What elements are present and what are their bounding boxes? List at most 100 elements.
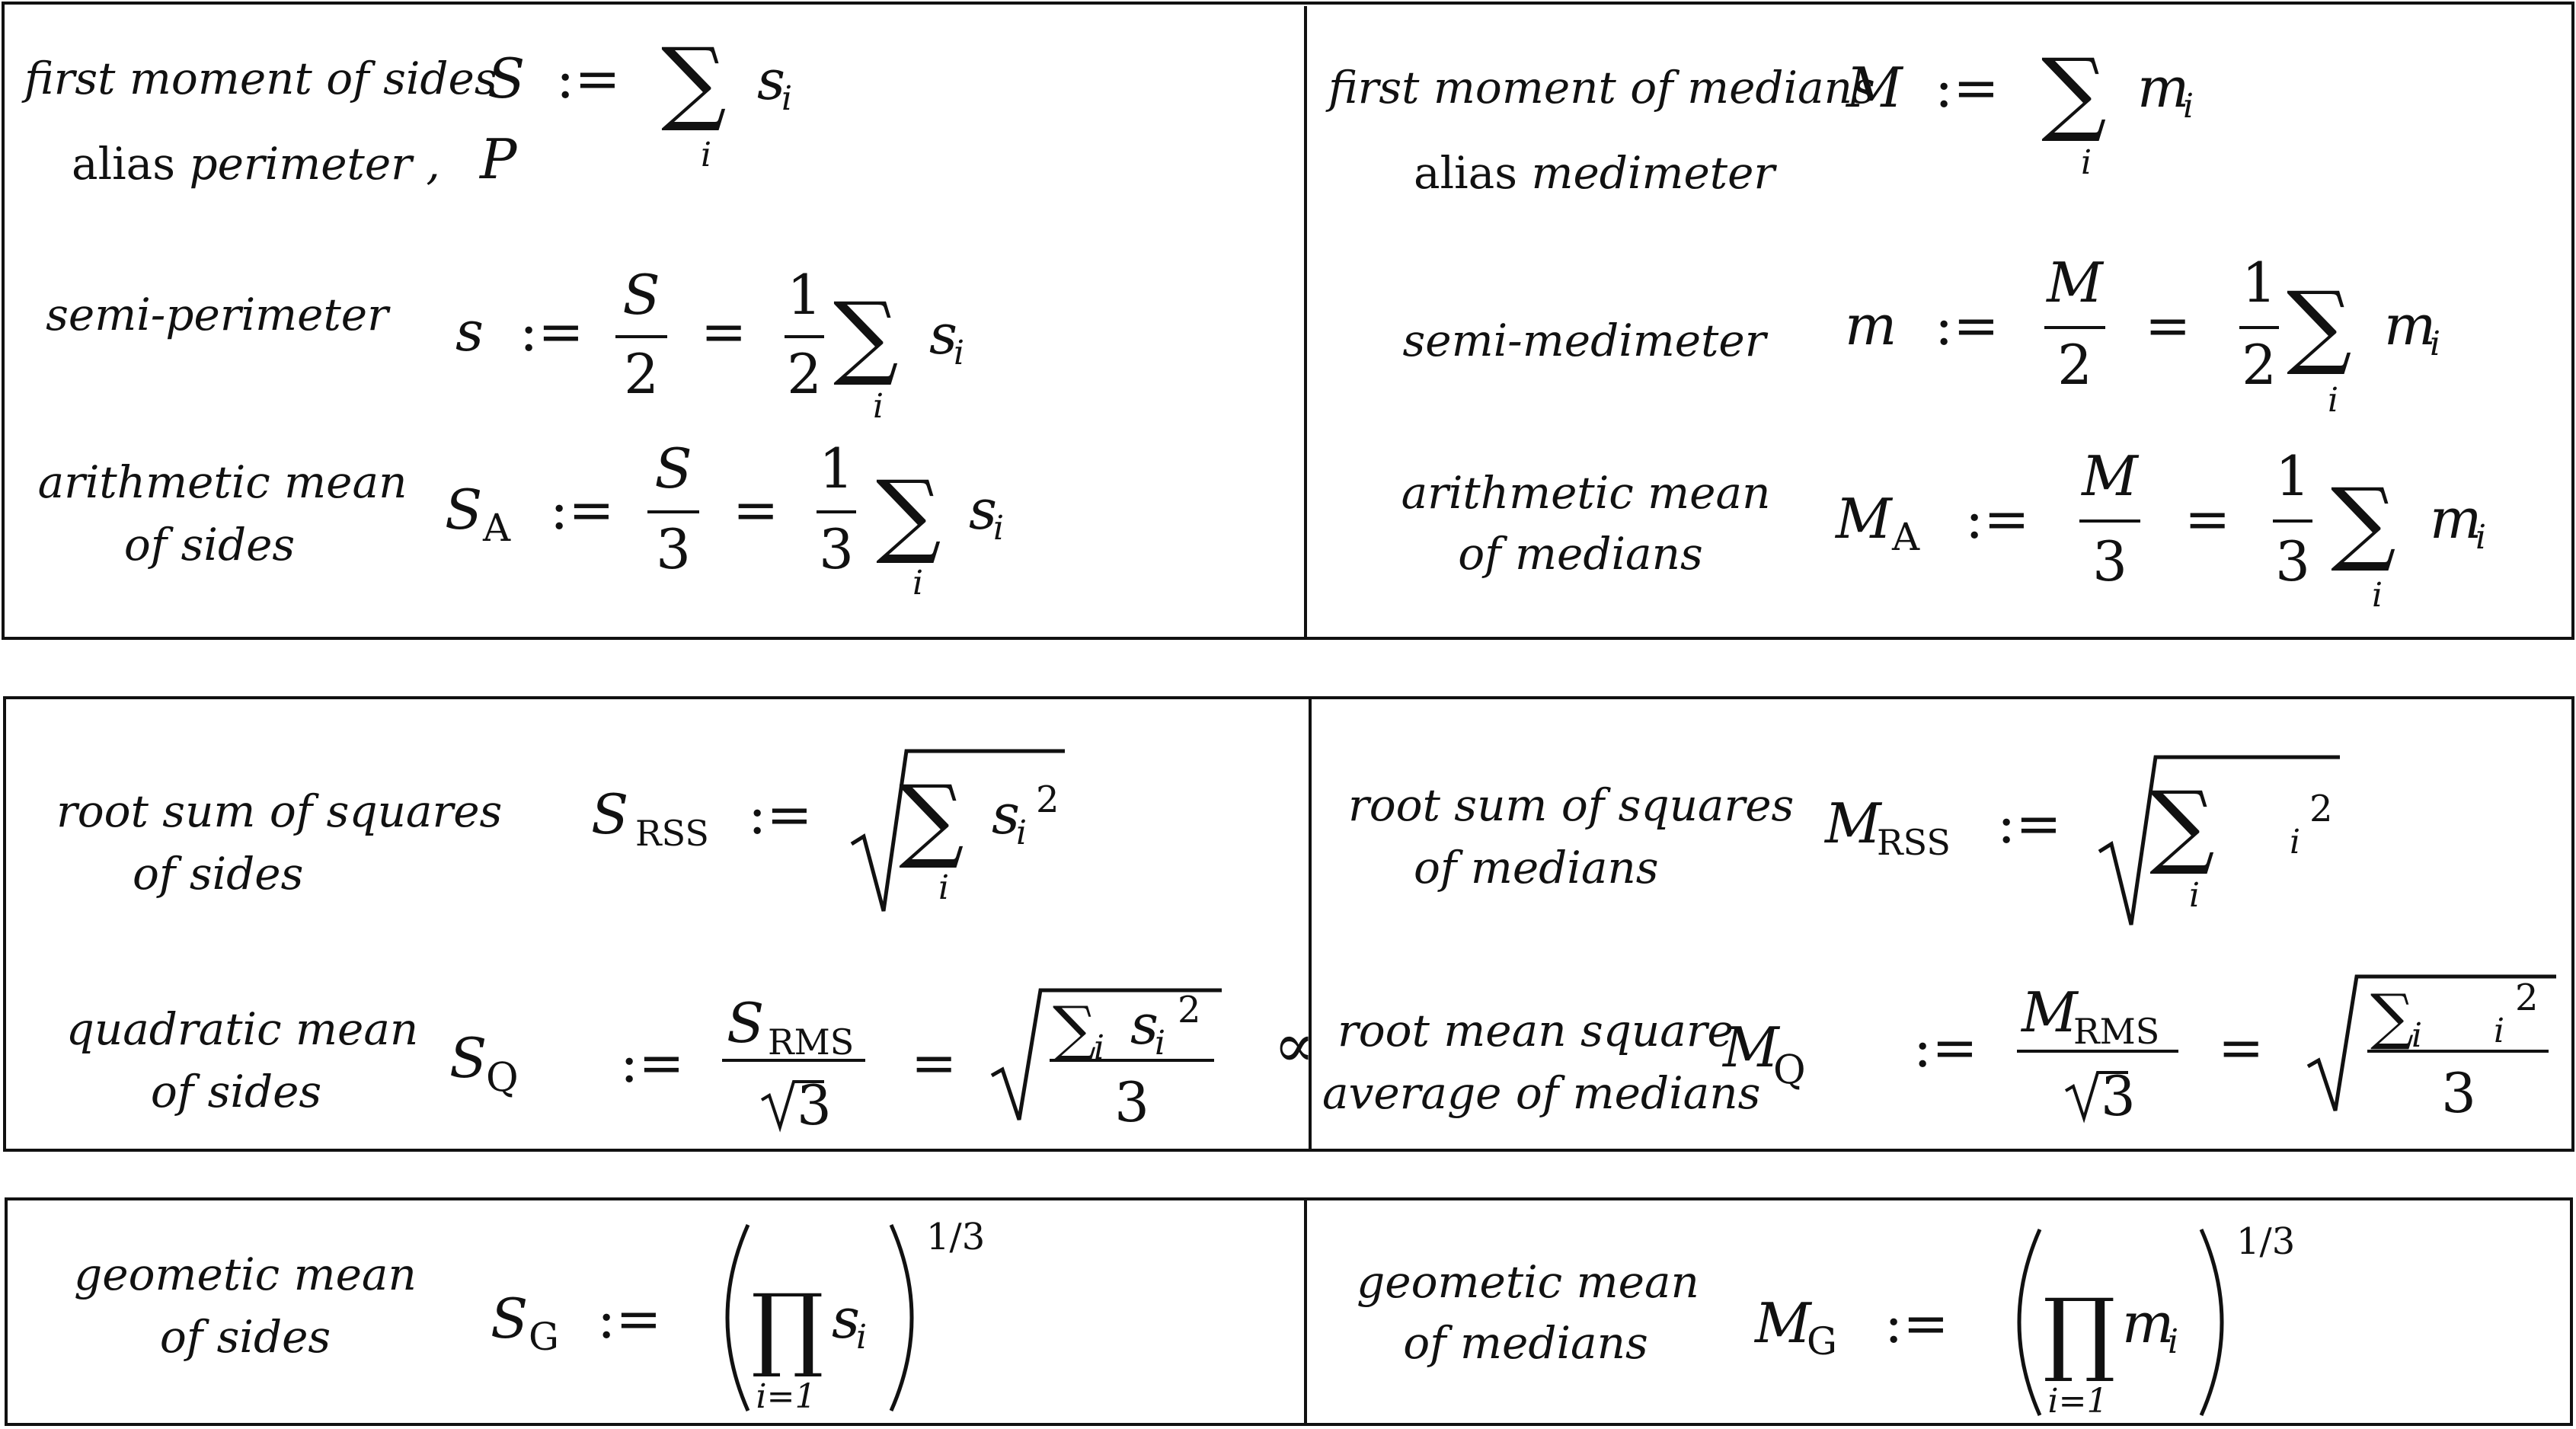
assign-operator: := <box>1913 1015 1978 1079</box>
perimeter-symbol: P <box>478 127 518 191</box>
assign-operator: := <box>550 478 615 542</box>
factor-index: i <box>856 1318 867 1357</box>
rss-subscript: RSS <box>1877 822 1951 863</box>
square-exponent: 2 <box>1178 989 1201 1031</box>
rms-average-medians-line1: root mean square <box>1338 1005 1734 1057</box>
root-radicand: 3 <box>2101 1064 2136 1128</box>
geometric-mean-sides-line1: geometic mean <box>74 1248 417 1300</box>
top-panel <box>2 2 2574 640</box>
alias-prefix: alias <box>72 138 176 190</box>
summand: m <box>2384 293 2436 357</box>
equals-sign: = <box>2184 487 2230 551</box>
sum-sign: ∑ <box>876 462 941 567</box>
summand-index: i <box>1155 1024 1165 1063</box>
quadratic-mean-sides-line1: quadratic mean <box>66 1003 419 1055</box>
quadratic-mean-subscript: Q <box>486 1055 519 1101</box>
assign-operator: := <box>1884 1291 1949 1355</box>
square-root-sign <box>2064 1071 2128 1124</box>
alias-word: perimeter , <box>189 138 440 190</box>
fraction-numerator: 1 <box>819 436 854 500</box>
square-exponent: 2 <box>2515 977 2539 1019</box>
first-moment-of-medians-label: first moment of medians <box>1328 62 1875 113</box>
semi-perimeter-label: semi-perimeter <box>46 289 388 340</box>
square-root-sign <box>990 988 1222 1121</box>
assign-operator: := <box>748 782 813 846</box>
fraction-denominator: 3 <box>656 517 691 581</box>
fraction-denominator: 2 <box>2242 333 2277 397</box>
square-root-sign <box>2098 755 2340 925</box>
assign-operator: := <box>1965 487 2030 551</box>
geometric-mean-symbol: S <box>491 1287 528 1351</box>
sum-index: i <box>1094 1028 1104 1067</box>
bottom-panel-divider <box>1304 1197 1307 1426</box>
square-exponent: 2 <box>1036 778 1059 821</box>
sum-sign: ∑ <box>2149 772 2215 878</box>
summand-index: i <box>2475 518 2486 557</box>
arithmetic-mean-subscript: A <box>482 506 511 550</box>
sum-index: i <box>912 564 923 603</box>
sum-index: i <box>938 868 949 907</box>
sum-sign: ∑ <box>899 766 964 872</box>
alias-perimeter-label: alias perimeter , <box>72 142 440 186</box>
rss-sides-line2: of sides <box>133 848 304 900</box>
assign-operator: := <box>597 1287 662 1351</box>
fraction-numerator: S <box>654 436 692 500</box>
summand-index: i <box>2290 823 2300 862</box>
sum-index: i <box>2189 876 2200 915</box>
summand: s <box>992 782 1020 846</box>
product-sign: ∏ <box>751 1275 824 1381</box>
sum-sign: ∑ <box>2331 469 2396 575</box>
geometric-mean-subscript: G <box>1807 1319 1837 1363</box>
summand-index: i <box>781 79 792 118</box>
fraction-denominator: 3 <box>2441 1061 2476 1125</box>
rms-subscript: RMS <box>768 1021 854 1063</box>
right-paren <box>2199 1228 2224 1417</box>
quadratic-mean-sides-line2: of sides <box>150 1066 322 1117</box>
root-radicand: 3 <box>797 1073 832 1137</box>
fraction-numerator: 1 <box>2275 444 2310 508</box>
assign-operator: := <box>1935 293 1999 357</box>
rms-subscript: RMS <box>2073 1011 2159 1052</box>
summand: s <box>969 478 997 542</box>
arithmetic-mean-symbol: S <box>445 478 482 542</box>
summand-index: i <box>2494 1012 2504 1050</box>
sum-sign: ∑ <box>661 29 727 135</box>
equals-sign: = <box>733 478 778 542</box>
fraction-numerator: 1 <box>787 263 822 327</box>
proportional-sign: ∝ <box>1274 1010 1315 1081</box>
assign-operator: := <box>620 1031 685 1095</box>
right-paren <box>889 1223 914 1412</box>
product-lower-bound: i=1 <box>2048 1382 2108 1421</box>
factor: m <box>2122 1291 2174 1355</box>
fraction-denominator: 2 <box>2057 333 2092 397</box>
assign-operator: := <box>556 46 621 110</box>
equals-sign: = <box>911 1031 957 1095</box>
first-moment-of-sides-label: first moment of sides <box>24 53 497 104</box>
quadratic-mean-symbol: S <box>449 1026 487 1090</box>
middle-panel <box>3 696 2574 1152</box>
rss-symbol: S <box>591 782 628 846</box>
summand: s <box>757 48 785 112</box>
semi-medimeter-label: semi-medimeter <box>1402 315 1766 366</box>
left-paren <box>725 1223 750 1412</box>
sum-sign: ∑ <box>2287 273 2352 379</box>
left-paren <box>2017 1228 2042 1417</box>
summand-index: i <box>993 509 1004 548</box>
geometric-mean-symbol: M <box>1753 1291 1813 1355</box>
summand: s <box>1130 993 1159 1057</box>
arithmetic-mean-medians-line2: of medians <box>1458 528 1703 580</box>
summand-index: i <box>2430 324 2440 363</box>
fraction-denominator: 3 <box>2092 529 2127 593</box>
sum-index: i <box>2372 576 2383 615</box>
equals-sign: = <box>701 299 746 363</box>
product-sign: ∏ <box>2043 1280 2116 1386</box>
arithmetic-mean-medians-line1: arithmetic mean <box>1401 467 1771 519</box>
top-panel-divider <box>1304 6 1307 640</box>
arithmetic-mean-sides-line2: of sides <box>123 519 296 571</box>
middle-panel-divider <box>1309 696 1312 1152</box>
rms-average-subscript: Q <box>1773 1047 1806 1093</box>
assign-operator: := <box>519 299 584 363</box>
